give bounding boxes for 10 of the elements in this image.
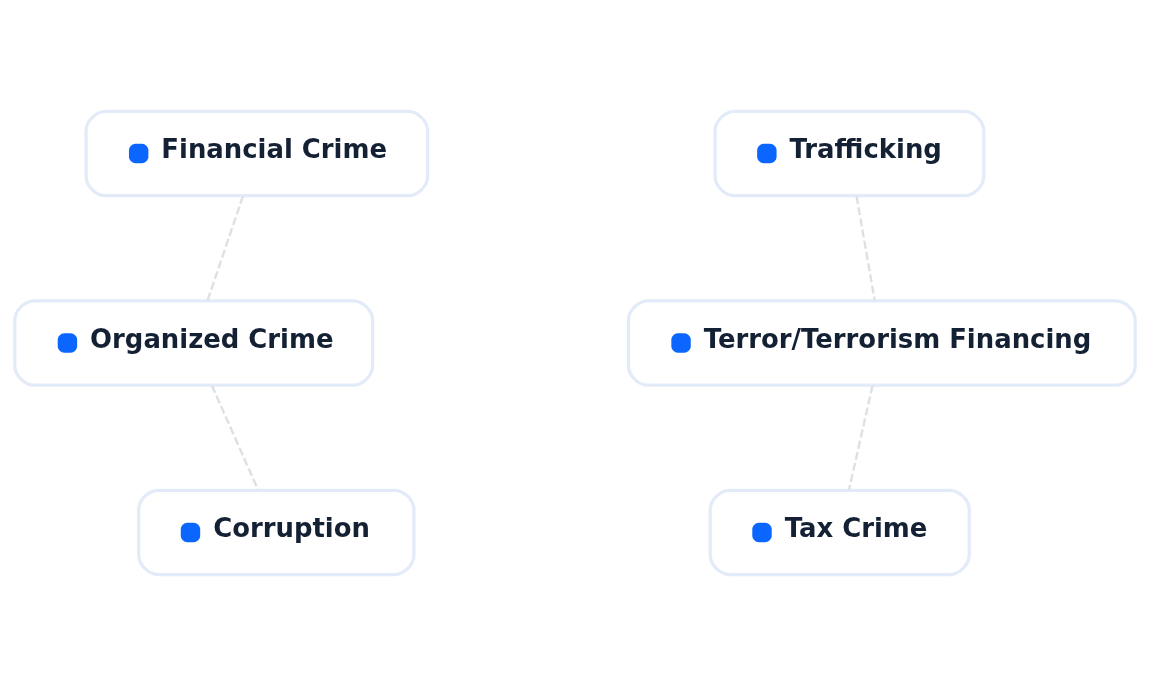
node-box: Terror/Terrorism Financing [626, 298, 1137, 387]
connector [206, 195, 245, 301]
connector [847, 384, 874, 490]
connector [855, 195, 876, 301]
node-box: Trafficking [713, 109, 986, 197]
node-box: Financial Crime [84, 109, 430, 197]
connector [210, 384, 260, 491]
node-box: Organized Crime [13, 298, 375, 387]
node-box: Corruption [137, 488, 416, 576]
node-box: Tax Crime [708, 488, 971, 576]
